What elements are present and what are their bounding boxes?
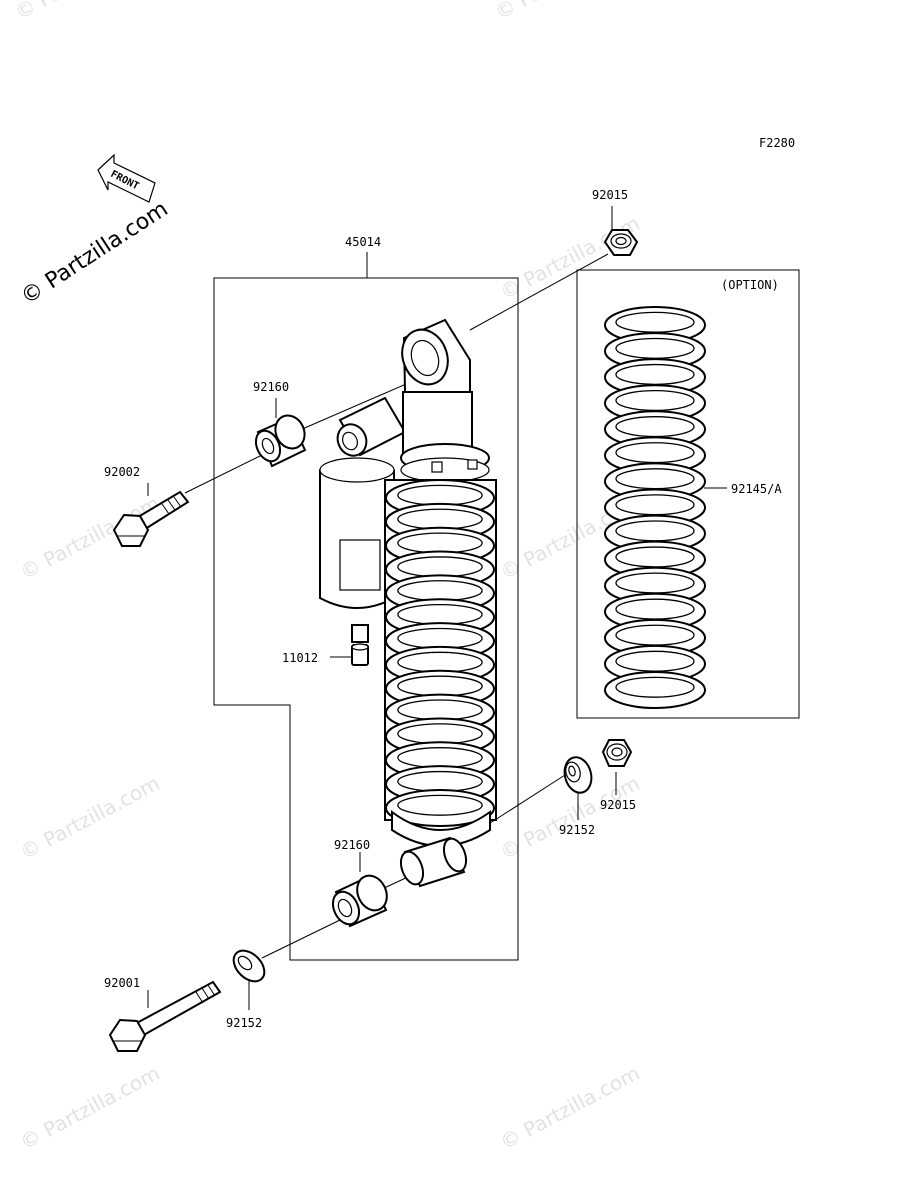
part-label-45014: 45014 [345,235,381,249]
watermark: © Partzilla.com [491,0,639,24]
bolt-top-icon [112,490,190,547]
spring-coil-inner [397,723,483,745]
part-label-92001: 92001 [104,976,140,990]
option-box [576,269,800,719]
spring-coil-inner [397,556,483,578]
spring-coil-inner [615,598,695,620]
lower-eye-collar-icon [399,836,468,888]
spring-coil-inner [615,520,695,542]
nut-top-icon [603,229,639,256]
spring-coil-inner [397,508,483,530]
watermark: © Partzilla.com [496,1061,644,1155]
spring-coil-inner [615,546,695,568]
spring-coil-inner [615,389,695,412]
spring-coil-inner [615,442,695,464]
spring-coil-inner [615,416,695,438]
bolt-bottom-icon [108,980,222,1052]
spring-coil-inner [615,311,695,333]
spring-coil-inner [397,747,483,769]
watermark: © Partzilla.com [16,1061,164,1155]
spring-coil-inner [615,676,695,698]
spring-coil-inner [397,627,483,649]
spring-coil-inner [397,532,483,554]
watermark: © Partzilla.com [16,771,164,865]
figure-code: F2280 [759,136,795,150]
spring-coil-inner [615,650,695,672]
part-label-92002: 92002 [104,465,140,479]
spring-coil-inner [397,603,483,626]
spring-coil-inner [615,337,695,359]
watermark: © Partzilla.com [11,0,159,24]
option-spring-coils [604,306,706,709]
assembly-bracket [213,252,519,961]
part-label-92152-left: 92152 [226,1016,262,1030]
front-arrow-icon: FRONT [97,153,156,203]
spring-coil-inner [397,651,483,673]
collar-bottom-icon [331,874,388,928]
part-label-11012: 11012 [282,651,318,665]
part-label-92152-right: 92152 [559,823,595,837]
spring-coil-inner [397,770,483,793]
spring-coil-inner [615,624,695,646]
part-label-92015-top: 92015 [592,188,628,202]
nut-bottom-icon [601,739,633,767]
spring-coil-inner [397,699,483,721]
part-label-92015-bottom: 92015 [600,798,636,812]
partzilla-logo: © Partzilla.com [17,197,173,310]
spring-coil-inner [615,494,695,516]
part-label-92160-bottom: 92160 [334,838,370,852]
part-label-92145-a: 92145/A [731,482,782,496]
spring-coil-inner [397,580,483,602]
option-spring-icon [604,306,706,709]
washer-left-icon [232,949,266,983]
spring-coil-inner [615,572,695,594]
spring-coil-inner [397,794,483,816]
spring-coil-inner [397,675,483,697]
plug-icon [351,643,369,666]
part-label-92160-top: 92160 [253,380,289,394]
spring-coil-inner [615,363,695,385]
shock-absorber-icon [319,318,497,847]
collar-top-icon [254,414,307,468]
spring-coil-inner [615,468,695,490]
main-spring-coils [385,479,495,827]
option-label: (OPTION) [721,278,779,292]
washer-right-icon [563,756,593,794]
spring-coil-inner [397,484,483,506]
